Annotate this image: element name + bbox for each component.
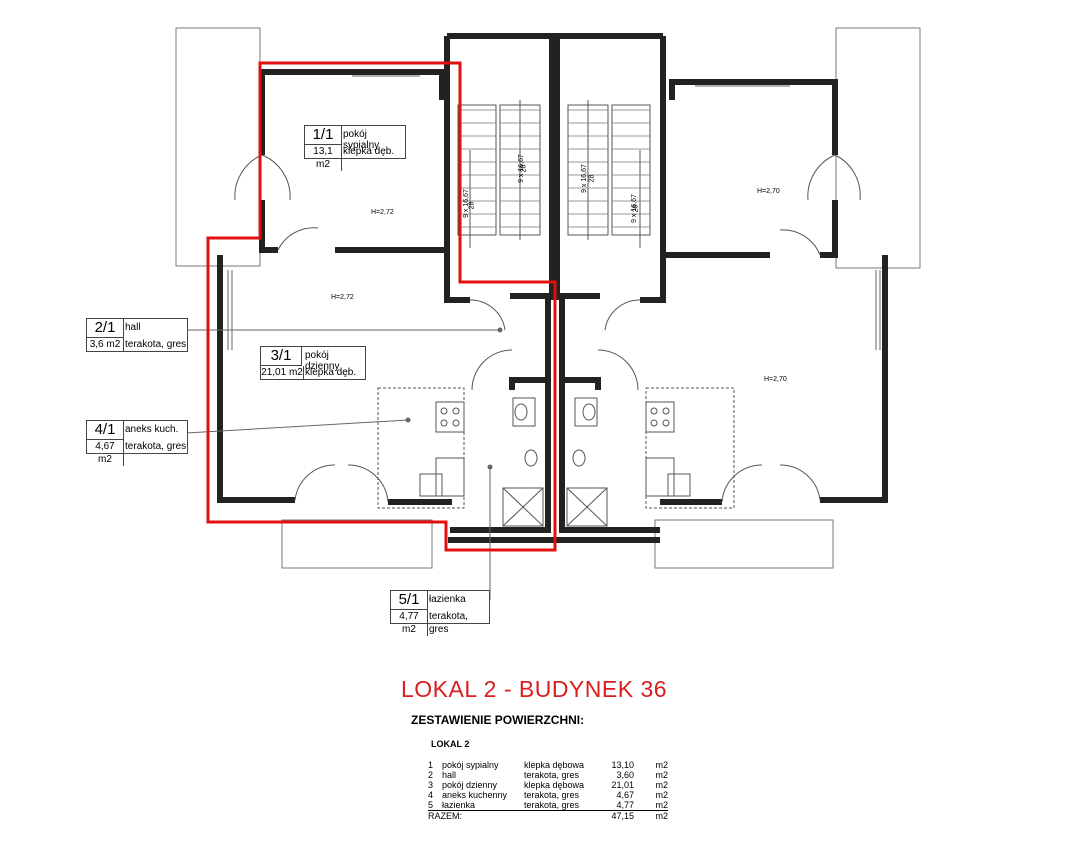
row-number: 1: [428, 760, 434, 770]
room-name: pokój sypialny: [343, 129, 380, 151]
table-row: 5 łazienka terakota, gres 4,77 m2: [428, 800, 668, 811]
row-room: pokój dzienny: [442, 780, 498, 790]
room-finish: terakota, gres: [125, 339, 187, 350]
room-area: 3,6 m2: [87, 338, 124, 351]
walls: [217, 33, 888, 543]
room-name: łazienka: [429, 594, 466, 605]
row-unit: m2: [655, 760, 668, 770]
row-number: 5: [428, 800, 442, 811]
row-room: łazienka: [442, 800, 524, 811]
room-number: 4/1: [87, 421, 124, 440]
summary-subtitle: ZESTAWIENIE POWIERZCHNI:: [411, 713, 585, 727]
row-number: 3: [428, 780, 434, 790]
leader-lines: [185, 327, 503, 600]
stair-label-right-b2: 28: [632, 204, 640, 213]
row-finish: klepka dębowa: [524, 760, 585, 770]
stair-treads: [458, 109, 650, 228]
height-label-bedroom-right: H=2,70: [757, 188, 780, 195]
room-tag-hall: 2/1 hall 3,6 m2 terakota, gres: [86, 318, 188, 352]
row-area: 3,60: [616, 770, 634, 780]
row-unit: m2: [634, 800, 668, 811]
room-tag-bathroom: 5/1 łazienka 4,77 m2 terakota, gres: [390, 590, 490, 636]
row-area: 4,77: [594, 800, 634, 811]
room-finish: klepka dęb.: [343, 146, 395, 157]
doors: [234, 154, 861, 503]
height-label-bedroom-left: H=2,72: [371, 209, 394, 216]
table-row: 2 hall terakota, gres 3,60 m2: [428, 770, 668, 780]
area-summary-table: 1 pokój sypialny klepka dębowa 13,10 m2 …: [428, 760, 668, 821]
row-unit: m2: [655, 770, 668, 780]
room-name: hall: [125, 322, 141, 333]
row-finish: terakota, gres: [524, 790, 580, 800]
room-name: aneks kuch.: [125, 424, 179, 435]
stair-label-right-a: 9 x 16,67: [580, 164, 588, 193]
room-finish: klepka dęb.: [305, 367, 357, 378]
bathroom-fixtures: [502, 397, 608, 527]
room-number: 5/1: [391, 591, 428, 610]
room-tag-bedroom: 1/1 pokój sypialny 13,1 m2 klepka dęb.: [304, 125, 406, 171]
row-finish: terakota, gres: [524, 800, 594, 811]
unit-outline: [206, 61, 557, 552]
table-row: 3 pokój dzienny klepka dębowa 21,01 m2: [428, 780, 668, 790]
row-number: 2: [428, 770, 434, 780]
height-label-living-left: H=2,72: [331, 294, 354, 301]
table-row: 4 aneks kuchenny terakota, gres 4,67 m2: [428, 790, 668, 800]
plan-title: LOKAL 2 - BUDYNEK 36: [400, 676, 668, 702]
windows: [227, 75, 881, 350]
room-tag-kitchen: 4/1 aneks kuch. 4,67 m2 terakota, gres: [86, 420, 188, 466]
row-area: 4,67: [616, 790, 634, 800]
row-finish: klepka dębowa: [524, 780, 585, 790]
room-finish: terakota, gres: [429, 611, 468, 635]
total-row: RAZEM: 47,15 m2: [428, 811, 668, 822]
room-area: 21,01 m2: [261, 366, 304, 379]
table-row: 1 pokój sypialny klepka dębowa 13,10 m2: [428, 760, 668, 770]
room-number: 2/1: [87, 319, 124, 338]
height-label-living-right: H=2,70: [764, 376, 787, 383]
row-room: aneks kuchenny: [442, 790, 508, 800]
room-area: 4,67 m2: [87, 440, 124, 466]
total-unit: m2: [655, 811, 668, 821]
row-finish: terakota, gres: [524, 770, 580, 780]
room-number: 3/1: [261, 347, 302, 366]
stair-label-right-a2: 28: [588, 174, 596, 183]
room-finish: terakota, gres: [125, 441, 187, 452]
room-area: 4,77 m2: [391, 610, 428, 636]
row-unit: m2: [655, 790, 668, 800]
room-tag-living: 3/1 pokój dzienny 21,01 m2 klepka dęb.: [260, 346, 366, 380]
summary-heading: LOKAL 2: [431, 739, 470, 749]
stair-label-left-b2: 28: [468, 201, 476, 210]
row-room: pokój sypialny: [442, 760, 499, 770]
stair-label-left-a2: 28: [520, 164, 528, 173]
room-number: 1/1: [305, 126, 342, 145]
total-area: 47,15: [611, 811, 634, 821]
row-area: 13,10: [611, 760, 634, 770]
room-area: 13,1 m2: [305, 145, 342, 171]
total-label: RAZEM:: [428, 811, 463, 821]
row-area: 21,01: [611, 780, 634, 790]
row-unit: m2: [655, 780, 668, 790]
row-room: hall: [442, 770, 457, 780]
row-number: 4: [428, 790, 434, 800]
kitchen-fixtures: [377, 387, 735, 509]
room-name: pokój dzienny: [305, 350, 340, 372]
